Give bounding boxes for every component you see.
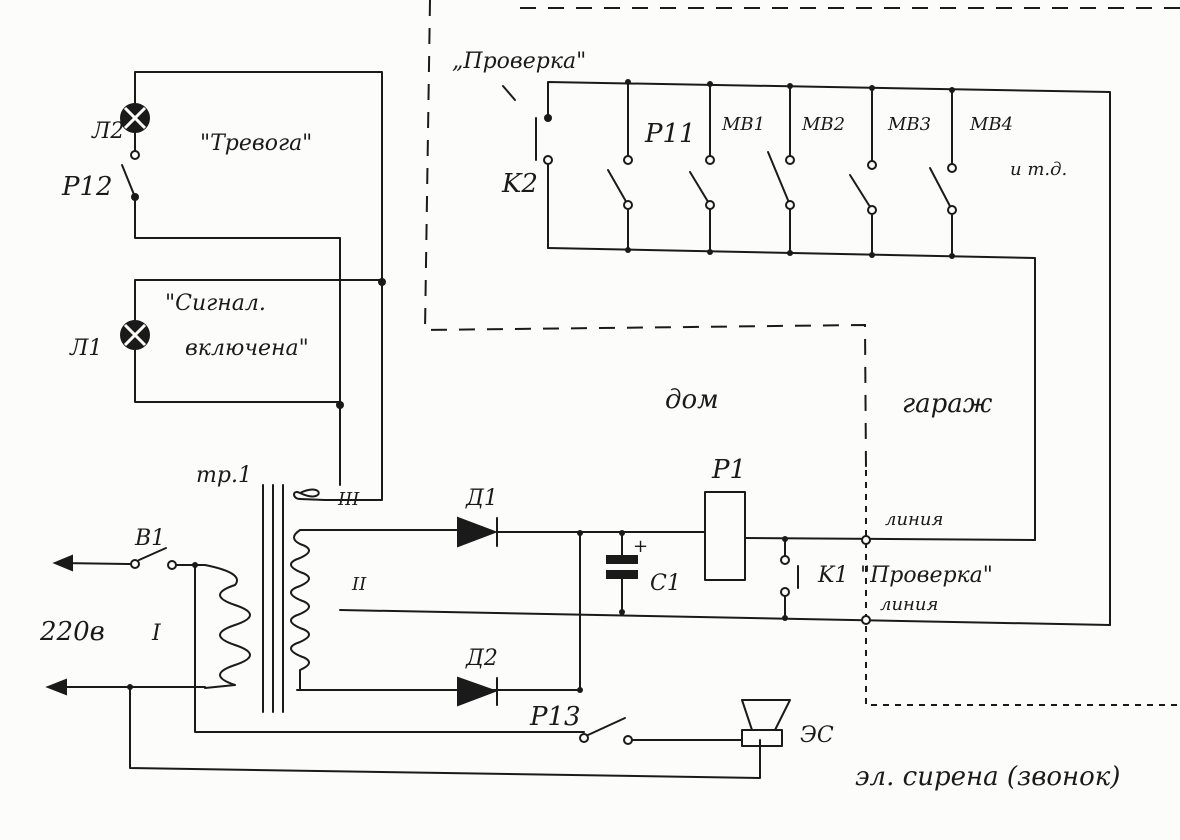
label-l1: Л1 — [69, 336, 102, 361]
label-signal-on-2: включена" — [185, 336, 309, 361]
siren-body — [741, 729, 783, 747]
label-garage: гараж — [902, 389, 993, 419]
k1-button — [780, 538, 799, 616]
label-plus: + — [633, 536, 648, 557]
rectifier-circuit — [324, 491, 1111, 707]
label-tr1: тр.1 — [196, 463, 252, 488]
label-siren: эл. сирена (звонок) — [855, 762, 1120, 792]
lamp-l2-circuit — [120, 71, 383, 486]
label-signal-on-1: "Сигнал. — [165, 291, 266, 316]
label-winding-3: III — [337, 489, 360, 510]
diode-d2 — [457, 676, 498, 707]
winding-iii — [293, 488, 326, 501]
mains-arrow-top — [52, 554, 73, 572]
transformer-tr1 — [204, 484, 581, 713]
mains-arrow-bottom — [45, 678, 67, 696]
labels: Л2 P12 "Тревога" "Сигнал. включена" Л1 „… — [39, 49, 1120, 792]
siren-circuit — [579, 699, 791, 747]
label-k1: K1 — [817, 563, 848, 588]
label-k2: K2 — [501, 169, 538, 199]
label-test-bottom: "Проверка" — [860, 563, 993, 588]
label-mv1: МВ1 — [721, 114, 765, 135]
switch-mv1 — [689, 83, 715, 253]
label-v1: В1 — [134, 526, 165, 551]
label-test-top: „Проверка" — [452, 49, 586, 74]
label-etc: и т.д. — [1010, 159, 1067, 180]
label-alarm: "Тревога" — [200, 131, 312, 156]
label-line-bottom: линия — [880, 594, 938, 615]
zone-boundaries — [423, 0, 1180, 706]
capacitor-c1 — [606, 532, 638, 615]
relay-p12-contact — [121, 164, 136, 198]
label-c1: C1 — [650, 571, 681, 596]
label-p1: P1 — [711, 455, 746, 485]
relay-p13-contact — [587, 717, 626, 736]
label-d1: Д1 — [465, 486, 498, 511]
relay-p1-coil — [704, 491, 746, 581]
switch-mv3 — [849, 87, 877, 256]
lamp-l1-circuit — [120, 278, 386, 501]
label-house: дом — [665, 385, 719, 415]
label-winding-2: II — [351, 574, 367, 595]
switch-p11 — [607, 81, 633, 251]
siren-horn-icon — [741, 699, 791, 731]
label-mv4: МВ4 — [969, 114, 1013, 135]
label-mv3: МВ3 — [887, 114, 931, 135]
winding-ii — [290, 529, 326, 691]
label-d2: Д2 — [465, 646, 498, 671]
label-l2: Л2 — [91, 119, 124, 144]
label-mains: 220в — [39, 617, 105, 647]
house-zone-boundary — [423, 0, 867, 471]
label-es: ЭС — [800, 723, 834, 748]
label-mv2: МВ2 — [801, 114, 845, 135]
label-p12: P12 — [61, 172, 113, 202]
garage-zone-boundary — [865, 470, 1180, 706]
label-line-top: линия — [885, 509, 943, 530]
switch-v1 — [138, 547, 167, 561]
label-p13: P13 — [529, 702, 581, 732]
switch-mv4 — [929, 89, 957, 257]
switch-mv2 — [767, 85, 795, 254]
mains-circuit — [45, 547, 761, 779]
sensor-switch-bank — [502, 79, 1111, 626]
winding-i — [204, 564, 251, 689]
label-winding-1: I — [151, 621, 162, 646]
label-p11: P11 — [644, 119, 696, 149]
diode-d1 — [457, 516, 498, 548]
